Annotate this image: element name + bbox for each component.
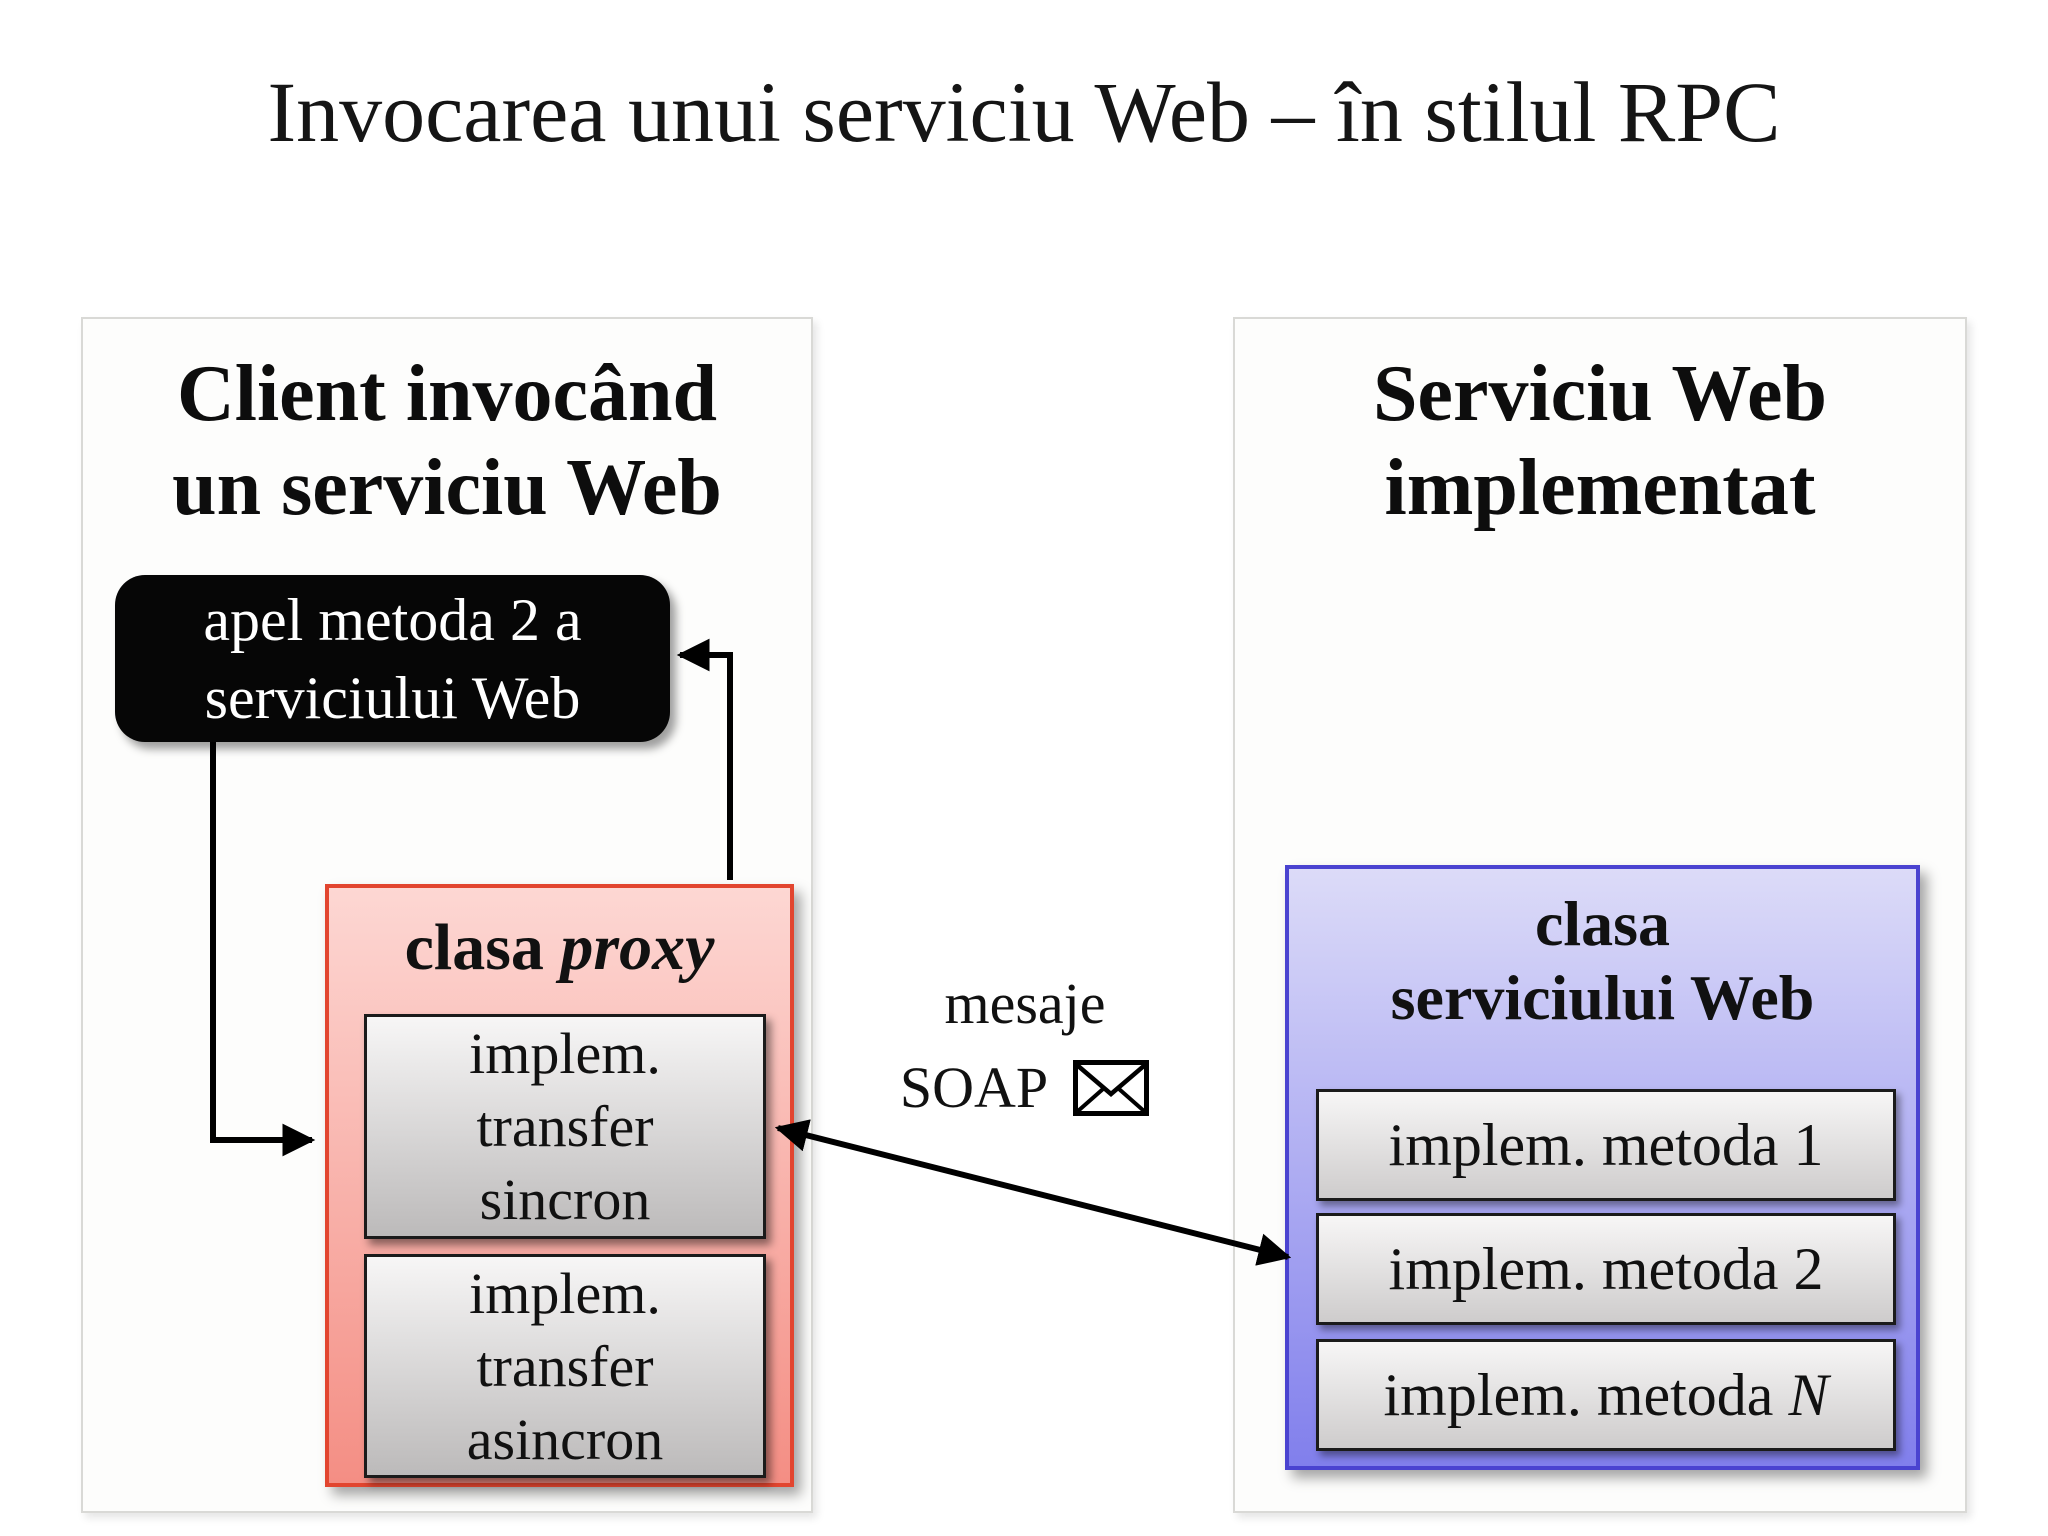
client-panel: Client invocând un serviciu Web apel met… xyxy=(81,317,813,1513)
async-line2: transfer xyxy=(476,1333,654,1399)
sync-line1: implem. xyxy=(469,1021,661,1086)
service-panel: Serviciu Web implementat clasa serviciul… xyxy=(1233,317,1967,1513)
proxy-class-box: clasa proxy implem. transfer sincron imp… xyxy=(325,884,794,1487)
service-title-line1: clasa xyxy=(1534,888,1671,959)
soap-label-line2: SOAP xyxy=(899,1055,1049,1121)
service-heading-line2: implementat xyxy=(1384,444,1816,533)
proxy-class-title: clasa proxy xyxy=(329,910,790,986)
slide-title: Invocarea unui serviciu Web – în stilul … xyxy=(267,64,1781,160)
service-class-title: clasa serviciului Web xyxy=(1289,887,1916,1035)
method-2-row: implem. metoda 2 xyxy=(1316,1213,1896,1325)
client-panel-heading: Client invocând un serviciu Web xyxy=(83,347,811,536)
async-line3: asincron xyxy=(466,1406,664,1472)
call-method-callout: apel metoda 2 a serviciului Web xyxy=(115,575,670,742)
envelope-icon xyxy=(1073,1060,1150,1117)
sync-line3: sincron xyxy=(479,1167,651,1232)
async-line1: implem. xyxy=(469,1260,661,1326)
method-1-row: implem. metoda 1 xyxy=(1316,1089,1896,1201)
service-class-box: clasa serviciului Web implem. metoda 1 i… xyxy=(1285,865,1920,1470)
sync-line2: transfer xyxy=(476,1094,654,1159)
soap-exchange-arrow xyxy=(774,1119,1292,1266)
async-transfer-box: implem. transfer asincron xyxy=(364,1254,766,1478)
sync-transfer-box: implem. transfer sincron xyxy=(364,1014,766,1239)
client-heading-line1: Client invocând xyxy=(176,350,718,438)
soap-label-line1: mesaje xyxy=(944,971,1106,1036)
method-n-row: implem. metoda N xyxy=(1316,1339,1896,1451)
proxy-title-italic: proxy xyxy=(560,911,715,984)
soap-messages-label: mesaje SOAP xyxy=(850,962,1200,1130)
callout-line1: apel metoda 2 a xyxy=(203,586,582,653)
client-heading-line2: un serviciu Web xyxy=(172,444,722,533)
service-heading-line1: Serviciu Web xyxy=(1372,350,1828,438)
proxy-title-plain: clasa xyxy=(404,911,561,984)
service-panel-heading: Serviciu Web implementat xyxy=(1235,347,1965,536)
callout-line2: serviciului Web xyxy=(204,664,581,731)
service-title-line2: serviciului Web xyxy=(1390,962,1815,1034)
